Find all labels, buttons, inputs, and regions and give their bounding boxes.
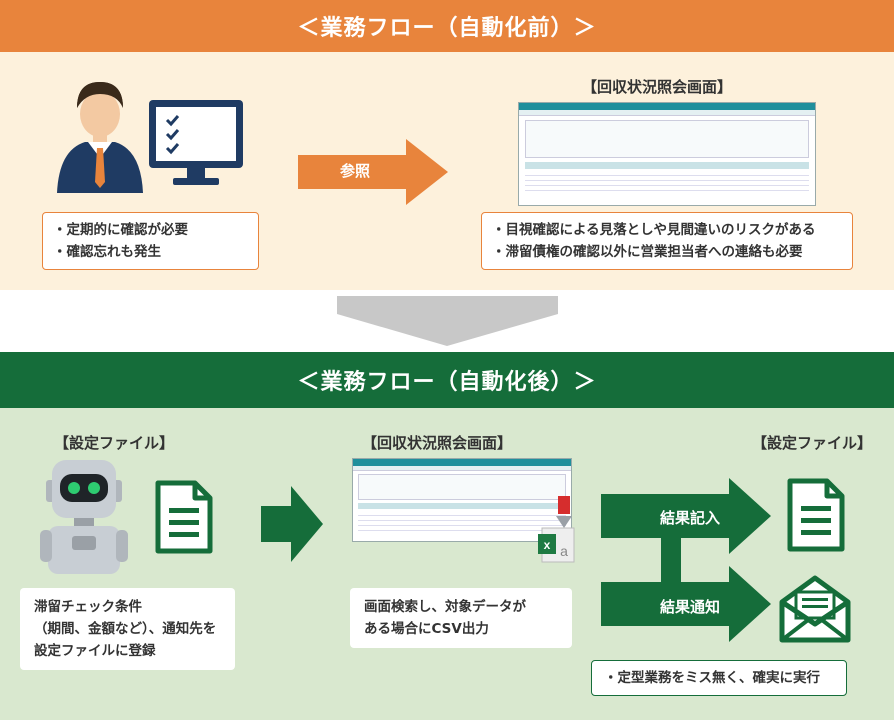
result-notify-label: 結果通知 <box>660 598 721 616</box>
after-header: ＜業務フロー（自動化後）＞ <box>0 352 894 408</box>
before-screen-label: 【回収状況照会画面】 <box>582 78 733 96</box>
reference-arrow-label: 参照 <box>340 162 371 180</box>
after-title: ＜業務フロー（自動化後）＞ <box>297 370 597 395</box>
svg-text:x: x <box>544 538 551 552</box>
svg-text:a: a <box>560 543 568 559</box>
robot-icon <box>40 460 128 574</box>
before-header: ＜業務フロー（自動化前）＞ <box>0 0 894 52</box>
before-note-right: ・目視確認による見落としや見間違いのリスクがある ・滞留債権の確認以外に営業担当… <box>481 212 853 270</box>
process-arrow <box>261 486 323 562</box>
transition-down-arrow <box>337 296 558 346</box>
after-note-right: ・定型業務をミス無く、確実に実行 <box>591 660 847 696</box>
excel-icon: x a <box>538 496 575 563</box>
before-title: ＜業務フロー（自動化前）＞ <box>297 16 597 41</box>
after-note-mid: 画面検索し、対象データが ある場合にCSV出力 <box>350 588 572 648</box>
monitor-checklist-icon <box>149 100 243 185</box>
envelope-icon <box>779 575 851 643</box>
before-note-left: ・定期的に確認が必要 ・確認忘れも発生 <box>42 212 259 270</box>
after-file-label-left: 【設定ファイル】 <box>54 434 175 452</box>
after-screen-thumbnail <box>352 458 572 542</box>
result-write-label: 結果記入 <box>660 509 721 527</box>
after-screen-label: 【回収状況照会画面】 <box>362 434 513 452</box>
after-file-label-right: 【設定ファイル】 <box>752 434 873 452</box>
collection-status-screen-thumbnail <box>518 102 816 206</box>
businessman-icon <box>57 82 143 193</box>
reference-arrow <box>298 139 448 205</box>
document-icon <box>787 478 845 552</box>
result-split-arrows <box>601 478 771 642</box>
document-icon <box>155 480 213 554</box>
after-note-left: 滞留チェック条件 （期間、金額など）、通知先を 設定ファイルに登録 <box>20 588 235 670</box>
